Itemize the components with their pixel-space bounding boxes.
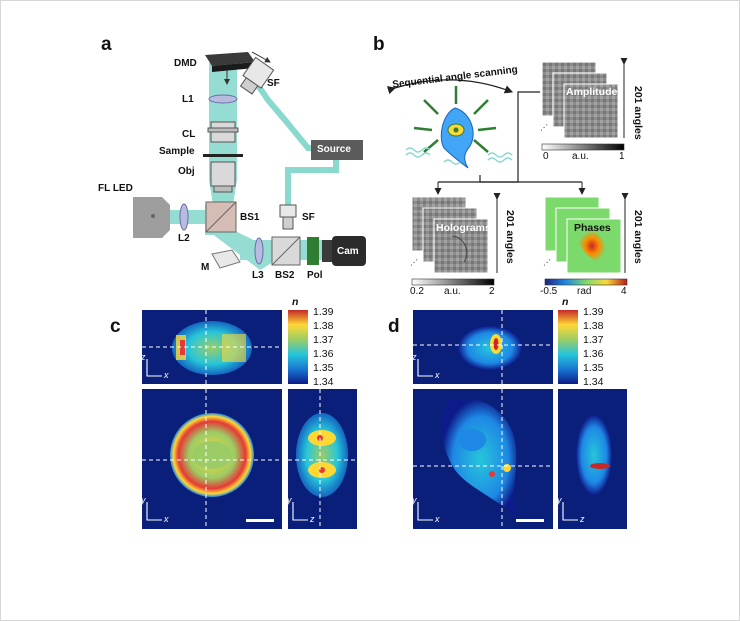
- label-sf-mid: SF: [302, 212, 315, 223]
- label-pol: Pol: [307, 270, 323, 281]
- label-sample: Sample: [159, 146, 195, 157]
- fl-led-shape: [133, 197, 170, 238]
- holograms-title: Holograms: [436, 222, 491, 234]
- c-tick-0: 1.39: [313, 306, 334, 318]
- holograms-stack: [411, 193, 501, 286]
- dmd-shape: [205, 52, 255, 66]
- label-bs1: BS1: [240, 212, 260, 223]
- phases-title: Phases: [574, 222, 611, 234]
- d-tick-1: 1.38: [583, 320, 604, 332]
- c-axis-y: y: [141, 495, 146, 505]
- label-m: M: [201, 262, 210, 273]
- label-l1: L1: [182, 94, 194, 105]
- panel-label-a: a: [101, 34, 112, 55]
- amp-unit: a.u.: [572, 151, 589, 162]
- phase-unit: rad: [577, 286, 592, 297]
- sample-plane: [203, 154, 243, 157]
- scan-arc: [386, 79, 514, 95]
- c-axis-z2: z: [310, 514, 315, 524]
- c-axis-y2: y: [287, 495, 292, 505]
- illumination-arrows: [413, 86, 497, 153]
- label-cl: CL: [182, 129, 196, 140]
- sf-top-shape: [239, 56, 275, 95]
- polarizer: [307, 237, 319, 265]
- c-tick-1: 1.38: [313, 320, 334, 332]
- panel-d: [413, 310, 627, 529]
- d-tick-5: 1.34: [583, 376, 604, 388]
- cell-icon: [440, 107, 474, 169]
- amplitudes-title: Amplitudes: [566, 86, 624, 98]
- c-tick-5: 1.34: [313, 376, 334, 388]
- d-axis-x2: x: [435, 514, 440, 524]
- d-tick-2: 1.37: [583, 334, 604, 346]
- d-axis-y: y: [412, 495, 417, 505]
- d-colorbar-label: n: [562, 296, 569, 308]
- phases-stack: [544, 193, 629, 286]
- holo-max: 2: [489, 286, 495, 297]
- svg-text:⋰: ⋰: [543, 258, 551, 267]
- objective: [210, 161, 236, 187]
- d-tick-4: 1.35: [583, 362, 604, 374]
- c-colorbar-label: n: [292, 296, 299, 308]
- c-tick-3: 1.36: [313, 348, 334, 360]
- amp-colorbar: [541, 143, 625, 151]
- camera-body: [332, 236, 366, 266]
- label-obj: Obj: [178, 166, 195, 177]
- c-colorbar: [288, 310, 308, 384]
- c-tick-4: 1.35: [313, 362, 334, 374]
- d-colorbar: [558, 310, 578, 384]
- axis-glyphs: [146, 359, 578, 521]
- d-axis-y2: y: [557, 495, 562, 505]
- svg-text:⋰: ⋰: [540, 123, 548, 132]
- d-axis-z2: z: [580, 514, 585, 524]
- phase-colorbar: [544, 278, 628, 286]
- label-dmd: DMD: [174, 58, 197, 69]
- c-tick-2: 1.37: [313, 334, 334, 346]
- amp-max: 1: [619, 151, 625, 162]
- panel-label-c: c: [110, 316, 121, 337]
- mirror-m: [211, 249, 241, 269]
- lens-l1: [208, 94, 238, 104]
- label-bs2: BS2: [275, 270, 295, 281]
- d-tick-3: 1.36: [583, 348, 604, 360]
- label-l2: L2: [178, 233, 190, 244]
- d-axis-z: z: [412, 352, 417, 362]
- amp-min: 0: [543, 151, 549, 162]
- source-box: [311, 140, 363, 160]
- holo-min: 0.2: [410, 286, 424, 297]
- label-cam: Cam: [337, 246, 359, 257]
- label-sf-top: SF: [267, 78, 280, 89]
- phase-max: 4: [621, 286, 627, 297]
- lens-l2: [179, 203, 189, 231]
- lens-l3: [254, 237, 264, 265]
- c-axis-x2: x: [164, 514, 169, 524]
- fiber-source-down: [285, 158, 339, 205]
- panel-label-d: d: [388, 316, 400, 337]
- panel-c: [142, 310, 357, 529]
- phase-min: -0.5: [540, 286, 558, 297]
- label-source: Source: [317, 144, 351, 155]
- label-fl-led: FL LED: [98, 183, 133, 194]
- holo-colorbar: [411, 278, 495, 286]
- d-tick-0: 1.39: [583, 306, 604, 318]
- amplitudes-stack: [541, 58, 628, 151]
- holo-unit: a.u.: [444, 286, 461, 297]
- label-l3: L3: [252, 270, 264, 281]
- c-axis-x: x: [164, 370, 169, 380]
- d-axis-x: x: [435, 370, 440, 380]
- d-scalebar: [516, 519, 544, 522]
- c-axis-z: z: [141, 352, 146, 362]
- svg-text:⋰: ⋰: [410, 258, 418, 267]
- c-scalebar: [246, 519, 274, 522]
- panel-label-b: b: [373, 34, 385, 55]
